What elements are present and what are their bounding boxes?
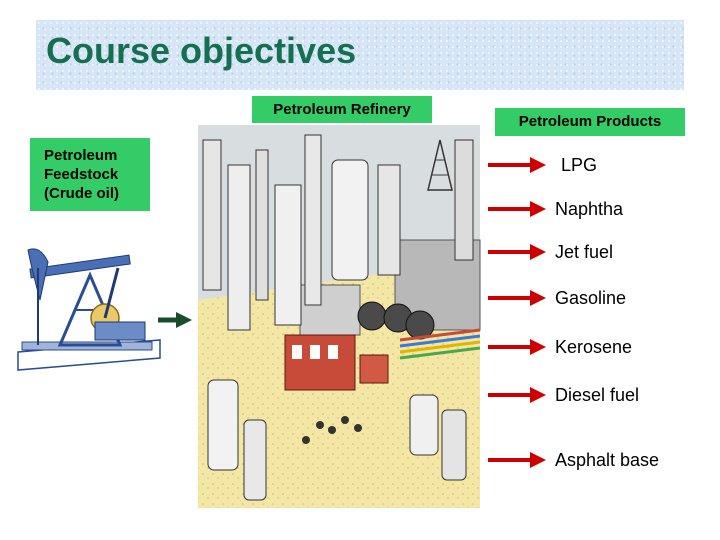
- product-arrow-jet-fuel: [488, 244, 546, 260]
- product-arrow-gasoline: [488, 290, 546, 306]
- product-naphtha: Naphtha: [555, 199, 624, 219]
- refinery-illustration: [198, 125, 481, 508]
- product-arrow-lpg: [488, 157, 546, 173]
- title-banner: Course objectives: [36, 20, 684, 90]
- product-arrow-naphtha: [488, 201, 546, 217]
- product-arrow-diesel-fuel: [488, 387, 546, 403]
- product-asphalt-base: Asphalt base: [555, 450, 660, 470]
- product-diesel-fuel: Diesel fuel: [555, 385, 640, 405]
- product-arrow-asphalt-base: [488, 452, 546, 468]
- product-gasoline: Gasoline: [555, 288, 627, 308]
- product-arrows: [488, 157, 546, 468]
- product-lpg: LPG: [561, 155, 598, 175]
- feedstock-label-line1: Petroleum: [44, 147, 118, 164]
- feedstock-label: Petroleum Feedstock (Crude oil): [30, 138, 150, 211]
- feedstock-label-line2: Feedstock: [44, 166, 119, 183]
- products-label: Petroleum Products: [495, 108, 685, 136]
- oil-pump-icon: [17, 248, 161, 371]
- product-kerosene: Kerosene: [555, 337, 633, 357]
- input-arrow: [158, 312, 192, 328]
- refinery-label: Petroleum Refinery: [252, 96, 432, 123]
- feedstock-label-line3: (Crude oil): [44, 185, 119, 202]
- product-arrow-kerosene: [488, 339, 546, 355]
- product-jet-fuel: Jet fuel: [555, 242, 614, 262]
- page-title: Course objectives: [46, 30, 357, 71]
